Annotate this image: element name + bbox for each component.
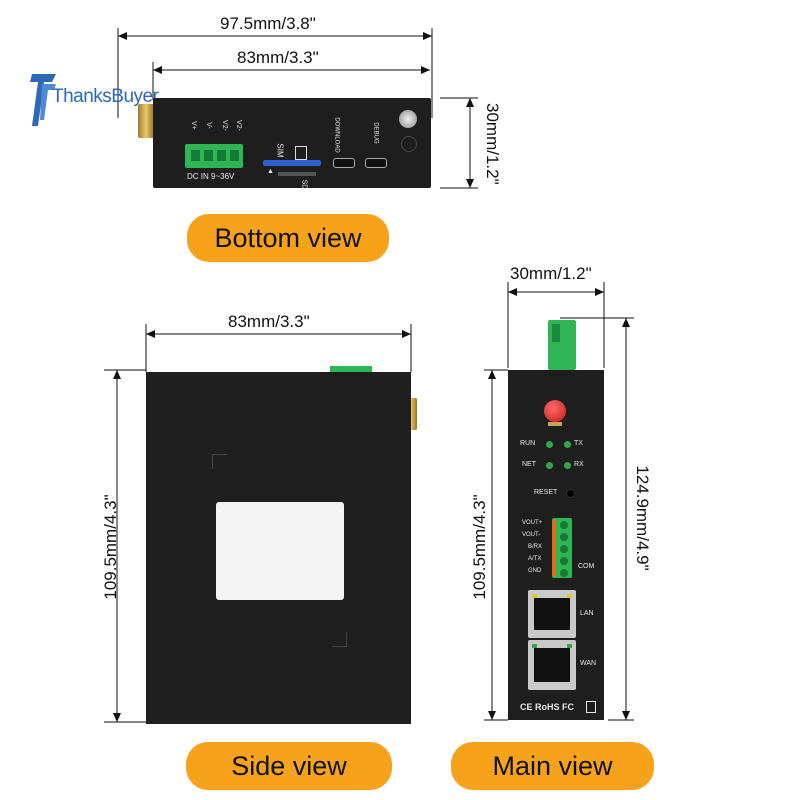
wan-label: WAN: [580, 660, 597, 667]
corner-mark-bottom-right: [332, 632, 347, 647]
bottom-view-device: V+ V- V2- V2- DC IN 9~36V SIM SD ▲ DOWNL…: [153, 98, 431, 189]
product-label-sticker: [216, 502, 344, 600]
rx-led-label: RX: [574, 461, 584, 468]
terminal-label-vout-minus: VOUT-: [522, 532, 541, 538]
download-usb-port: [333, 158, 355, 168]
reset-button: [566, 489, 575, 498]
wan-port: [528, 640, 576, 690]
certification-marks: CE RoHS FC: [520, 702, 574, 712]
main-overall-height-dimension: 124.9mm/4.9": [633, 465, 652, 571]
side-width-dimension: 83mm/3.3": [228, 312, 310, 331]
ground-screw-icon: [399, 110, 417, 128]
sd-arrow-icon: ▲: [267, 168, 274, 175]
terminal-label-vout-plus: VOUT+: [522, 520, 543, 526]
run-led: [546, 441, 553, 448]
tx-led-label: TX: [574, 440, 583, 447]
weee-bin-icon: [586, 701, 596, 713]
lan-port: [528, 590, 576, 638]
brand-logo-text: ThanksBuyer: [52, 86, 159, 107]
run-led-label: RUN: [520, 440, 536, 447]
antenna-cap-icon: [544, 400, 566, 422]
main-view-device: RUN TX NET RX RESET VOUT+ VOUT- B/RX A/T…: [508, 370, 604, 720]
bottom-body-dimension: 83mm/3.3": [237, 48, 319, 67]
bottom-overall-dimension: 97.5mm/3.8": [220, 14, 316, 33]
terminal-label-gnd: GND: [528, 568, 542, 574]
bottom-antenna-connector: [138, 104, 154, 138]
lan-label: LAN: [580, 610, 594, 617]
ground-symbol-icon: [401, 136, 417, 152]
reset-label: RESET: [534, 489, 558, 496]
terminal-label-atx: A/TX: [528, 556, 542, 562]
net-led: [546, 462, 553, 469]
main-width-dimension: 30mm/1.2": [510, 264, 592, 283]
debug-usb-port: [365, 158, 387, 168]
sim-icon: [295, 146, 307, 160]
main-view-caption: Main view: [451, 742, 654, 790]
main-body-height-dimension: 109.5mm/4.3": [470, 494, 489, 600]
side-view-device: [146, 372, 411, 724]
com-label: COM: [578, 563, 595, 570]
antenna-nut-icon: [548, 422, 562, 426]
brand-logo-icon: [30, 74, 56, 126]
brand-logo: ThanksBuyer: [30, 70, 159, 130]
rx-led: [564, 462, 571, 469]
net-led-label: NET: [522, 461, 536, 468]
sd-card-slot: [278, 172, 316, 176]
com-terminal-block: [552, 518, 572, 578]
side-view-terminal-top: [330, 366, 372, 376]
corner-mark-top-left: [212, 454, 227, 469]
bottom-view-caption: Bottom view: [187, 214, 389, 262]
sim-card-slot: [263, 160, 321, 166]
power-terminal-block: [185, 144, 243, 168]
tx-led: [564, 441, 571, 448]
power-input-label: DC IN 9~36V: [187, 172, 235, 181]
side-view-caption: Side view: [186, 742, 392, 790]
terminal-label-brx: B/RX: [528, 544, 543, 550]
main-top-terminal: [548, 320, 576, 370]
